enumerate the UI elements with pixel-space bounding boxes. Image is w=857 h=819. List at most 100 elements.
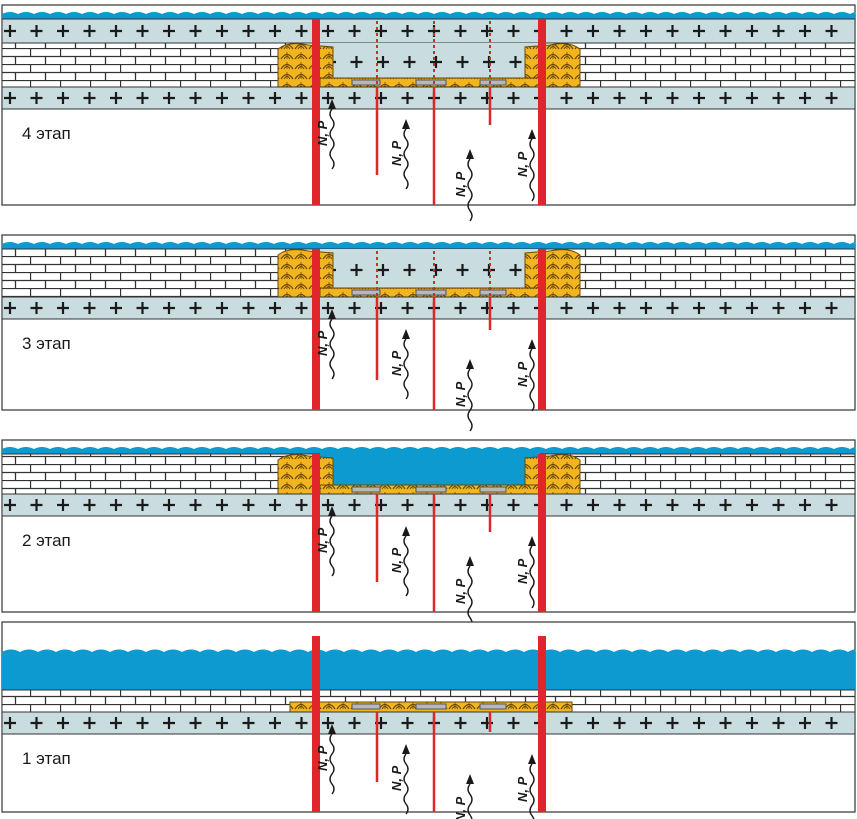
plus-icon [242,717,255,729]
flow-label: N, P [453,578,468,604]
plus-icon [640,25,652,37]
grey-lens [479,486,507,493]
plus-icon [295,92,308,104]
plus-icon [57,499,69,511]
plus-icon [772,92,785,104]
plus-icon [83,499,96,511]
stage-label: 4 этап [22,124,71,143]
plus-icon [587,499,599,511]
plus-icon [348,25,361,37]
arrow-up-icon [528,339,536,349]
plus-icon [4,302,16,314]
arrow-up-icon [402,329,410,339]
plus-icon [456,264,469,276]
plus-icon [189,92,202,104]
plus-icon [772,717,785,729]
plus-icon [269,25,281,37]
plus-icon [242,25,255,37]
arrow-up-icon [528,536,536,546]
flow-line [403,535,409,597]
plus-icon [799,717,811,729]
arrow-up-icon [528,129,536,139]
grey-lens [351,486,381,493]
plus-icon [772,499,785,511]
plus-icon [110,302,122,314]
grey-lens [351,703,381,710]
flow-line [529,763,535,819]
fault-major [312,454,320,612]
plus-icon [83,25,96,37]
plus-icon [377,264,389,276]
plus-icon [110,499,122,511]
plus-icon [348,92,361,104]
grey-lens [415,486,447,493]
plus-icon [216,92,228,104]
plus-icon [216,499,228,511]
flow-label: N, P [453,171,468,197]
plus-icon [613,92,626,104]
plus-icon [454,717,467,729]
flow-line [467,158,473,222]
plus-icon [30,499,43,511]
plus-icon [322,499,334,511]
plus-icon [375,25,387,37]
arrow-up-icon [466,556,474,566]
plus-icon [454,92,467,104]
plus-icon [587,92,599,104]
plus-icon [719,499,732,511]
flow-label: N, P [453,796,468,819]
arrow-up-icon [466,774,474,784]
flow-label: N, P [389,140,404,166]
fault-major [312,19,320,205]
plus-icon [377,56,389,68]
plus-icon [719,92,732,104]
plus-icon [587,25,599,37]
plus-icon [799,25,811,37]
flow-line [403,753,409,815]
basin-water [320,452,540,486]
plus-icon [401,499,414,511]
water-layer [2,242,856,249]
grey-lens [351,79,381,86]
grey-lens [415,703,447,710]
stage-panel: N, PN, PN, PN, P1 этап [1,621,856,819]
arrow-up-icon [466,359,474,369]
plus-icon [30,25,43,37]
plus-icon [693,302,705,314]
flow-label: N, P [315,527,330,553]
plus-icon [136,92,149,104]
flow-label: N, P [315,745,330,771]
plus-icon [4,499,16,511]
plus-icon [825,92,838,104]
plus-icon [507,717,520,729]
plus-icon [666,717,679,729]
plus-icon [666,499,679,511]
stage-label: 3 этап [22,334,71,353]
plus-icon [348,717,361,729]
plus-icon [110,25,122,37]
water-layer [2,649,856,690]
plus-icon [4,25,16,37]
plus-icon [454,499,467,511]
plus-icon [269,717,281,729]
plus-icon [613,25,626,37]
plus-icon [216,717,228,729]
plus-icon [507,92,520,104]
plus-icon [295,717,308,729]
plus-icon [799,499,811,511]
plus-icon [509,56,522,68]
plus-icon [295,25,308,37]
flow-line [403,338,409,400]
plus-icon [57,717,69,729]
fault-major [538,19,546,205]
plus-icon [57,302,69,314]
plus-icon [401,92,414,104]
arrow-up-icon [328,506,336,516]
grey-lens [479,79,507,86]
plus-icon [295,499,308,511]
plus-icon [350,56,363,68]
plus-icon [136,302,149,314]
plus-icon [666,92,679,104]
plus-icon [430,264,442,276]
water-layer [2,12,856,19]
